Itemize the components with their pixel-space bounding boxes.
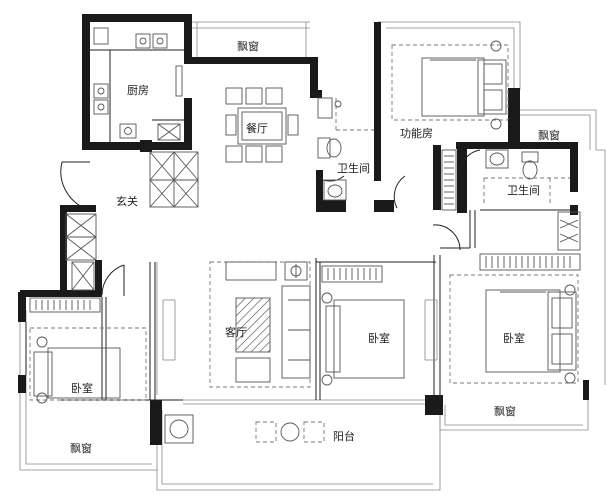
bathroom-2-fixtures bbox=[483, 149, 581, 251]
room-labels: 厨房 餐厅 飘窗 功能房 飘窗 卫生间 卫生间 玄关 客厅 卧室 卧室 卧室 飘… bbox=[70, 39, 560, 455]
label-function-room: 功能房 bbox=[400, 126, 433, 140]
middle-bedroom-furniture bbox=[321, 265, 405, 386]
label-bathroom-2: 卫生间 bbox=[507, 183, 540, 197]
windows bbox=[156, 21, 438, 395]
interior-walls bbox=[25, 209, 570, 401]
label-bedroom-middle: 卧室 bbox=[368, 331, 390, 345]
label-living-room: 客厅 bbox=[225, 325, 247, 339]
balcony-fixtures bbox=[164, 414, 325, 444]
walls bbox=[18, 14, 589, 445]
label-dining: 餐厅 bbox=[246, 121, 268, 135]
label-bay-window-left: 飘窗 bbox=[70, 441, 92, 455]
label-bedroom-left: 卧室 bbox=[71, 381, 93, 395]
label-bay-window-right-top: 飘窗 bbox=[538, 128, 560, 142]
label-kitchen: 厨房 bbox=[127, 84, 149, 97]
label-foyer: 玄关 bbox=[116, 194, 138, 208]
kitchen-fixtures bbox=[90, 27, 184, 142]
bathroom-1-fixtures bbox=[317, 97, 374, 201]
left-bedroom-furniture bbox=[29, 297, 147, 404]
label-bay-window-right-bottom: 飘窗 bbox=[494, 404, 516, 418]
storage-cabinets bbox=[65, 151, 199, 291]
dining-table bbox=[225, 87, 299, 163]
label-bedroom-master: 卧室 bbox=[503, 331, 525, 345]
living-room-furniture bbox=[209, 261, 311, 388]
label-balcony: 阳台 bbox=[333, 429, 355, 443]
label-bay-window-top: 飘窗 bbox=[237, 39, 259, 53]
doors bbox=[60, 149, 481, 296]
label-bathroom-1: 卫生间 bbox=[337, 161, 370, 175]
master-bedroom-furniture bbox=[449, 253, 581, 384]
function-room-wardrobe bbox=[441, 149, 457, 211]
function-room-bed bbox=[391, 40, 509, 130]
